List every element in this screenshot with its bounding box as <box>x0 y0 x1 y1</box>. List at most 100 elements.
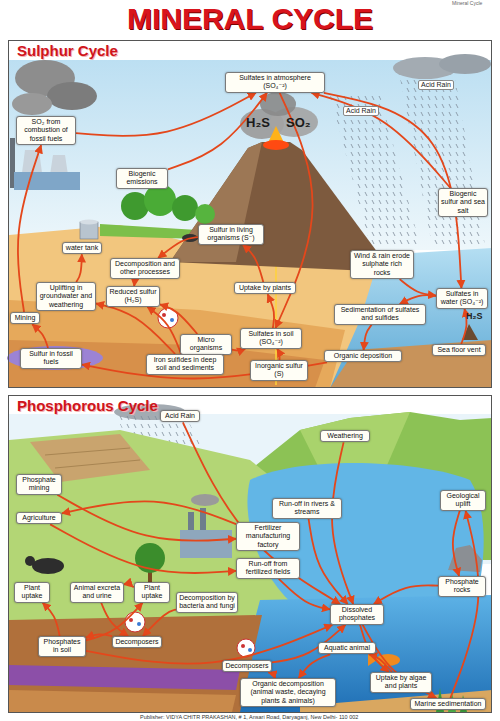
cycle-arrow <box>363 625 437 698</box>
process-label-box: Phosphate rocks <box>438 576 486 597</box>
cycle-arrow <box>277 349 279 360</box>
cycle-arrow <box>453 511 460 576</box>
cycle-arrow <box>243 245 263 282</box>
process-label-box: Phosphates in soil <box>38 636 86 657</box>
panel-background <box>8 395 492 713</box>
sea-floor <box>330 340 492 388</box>
node-text: Sulfur in fossil fuels <box>23 350 79 367</box>
node-text: Fertilizer manufacturing factory <box>239 524 297 549</box>
node-text: Plant uptake <box>17 584 47 601</box>
cycle-arrow <box>76 254 82 282</box>
node-text: Marine sedimentation <box>413 700 483 708</box>
mine-terrace <box>45 448 130 455</box>
microbe <box>241 644 245 648</box>
water-tank <box>80 222 98 239</box>
node-text: Uptake by plants <box>237 284 293 292</box>
chimney <box>188 512 194 532</box>
cycle-arrow <box>332 442 353 604</box>
node-text: Dissolved phosphates <box>333 606 381 623</box>
sea <box>330 248 492 388</box>
gas-label: H₂S <box>246 116 270 131</box>
process-label-box: water tank <box>62 242 102 254</box>
process-label-box: Wind & rain erode sulphate rich rocks <box>350 250 414 279</box>
process-label-box: Sulfates in soil (SO₄⁻²) <box>240 328 302 349</box>
process-label-box: Inorganic sulfur (S) <box>250 360 308 381</box>
node-text: Agriculture <box>19 514 59 522</box>
process-label-box: Sulfur in living organisms (S⁻) <box>198 224 264 245</box>
node-text: Sulfates in water (SO₄⁻²) <box>439 290 485 307</box>
cycle-arrow <box>143 610 176 636</box>
process-label-box: SO₂ from combustion of fossil fuels <box>16 116 76 145</box>
tree <box>144 184 176 216</box>
node-text: Uplifting in groundwater and weathering <box>39 284 93 309</box>
water-tank-top <box>80 220 98 225</box>
process-label-box: Phosphate mining <box>16 474 62 495</box>
node-text: Organic deposition <box>327 352 399 360</box>
cycle-arrow <box>147 307 181 354</box>
process-label-box: Sulfur in fossil fuels <box>20 348 82 369</box>
cycle-arrow <box>32 324 48 348</box>
decomposer-icon <box>237 639 255 657</box>
process-label-box: Organic decomposition (animal waste, dec… <box>240 678 336 707</box>
process-label-box: Organic deposition <box>324 350 402 362</box>
cow-head <box>25 556 35 566</box>
node-text: Sulfates in soil (SO₄⁻²) <box>243 330 299 347</box>
node-text: Inorganic sulfur (S) <box>253 362 305 379</box>
node-text: Wind & rain erode sulphate rich rocks <box>353 252 411 277</box>
cycle-arrow <box>400 295 436 304</box>
decomposer-icon <box>125 612 145 632</box>
smoke-cloud <box>47 82 97 110</box>
cycle-arrow <box>183 422 340 604</box>
process-label-box: Uptake by algae and plants <box>370 672 432 693</box>
chimney <box>200 508 206 532</box>
process-label-box: Dissolved phosphates <box>330 604 384 625</box>
deep-layer <box>9 690 236 712</box>
tree <box>135 543 165 573</box>
panel-heading: Sulphur Cycle <box>17 42 491 60</box>
node-text: Phosphates in soil <box>41 638 83 655</box>
cycle-arrow <box>309 519 348 604</box>
process-label-box: Acid Rain <box>160 410 200 422</box>
process-label-box: Plant uptake <box>134 582 170 603</box>
cycle-arrow <box>299 654 330 678</box>
cycle-arrow <box>232 349 245 351</box>
node-text: Sulfates in atmosphere (SO₄⁻²) <box>228 74 322 91</box>
process-label-box: Agriculture <box>16 512 62 524</box>
process-label-box: Decomposition by bacteria and fungi <box>176 592 238 613</box>
process-label-box: Mining <box>10 312 40 324</box>
mountain-ridge <box>300 412 410 470</box>
node-text: Sedimentation of sulfates and sulfides <box>337 306 423 323</box>
smoke-cloud <box>12 93 52 115</box>
cycle-arrow <box>86 625 332 664</box>
process-label-box: Sulfates in atmosphere (SO₄⁻²) <box>225 72 325 93</box>
fish <box>376 654 400 666</box>
panel-heading: Phosphorous Cycle <box>17 397 491 415</box>
publisher-note: Publisher: VIDYA CHITR PRAKASHAN, # 1, A… <box>140 714 358 720</box>
process-label-box: Geological uplift <box>440 490 486 511</box>
cycle-arrow <box>57 495 236 541</box>
process-label-box: Run-off in rivers & streams <box>272 498 342 519</box>
process-label-box: Sedimentation of sulfates and sulfides <box>334 304 426 325</box>
node-text: Decomposers <box>225 662 269 670</box>
node-text: Plant uptake <box>137 584 167 601</box>
node-text: Biogenic sulfur and sea salt <box>441 190 485 215</box>
diagram-title: MINERAL CYCLE <box>0 1 500 37</box>
process-label-box: Biogenic sulfur and sea salt <box>438 188 488 217</box>
node-text: Decomposition and other processes <box>113 260 177 277</box>
mine-terrace <box>55 460 140 468</box>
node-text: Micro organisms <box>183 336 229 353</box>
panel-background <box>8 40 492 388</box>
process-label-box: Decomposition and other processes <box>110 258 180 279</box>
cycle-arrow <box>101 603 128 636</box>
cycle-arrow <box>96 303 175 354</box>
cow <box>32 558 64 574</box>
cycle-arrow <box>160 304 197 334</box>
process-label-box: Biogenic emissions <box>116 168 168 189</box>
node-text: Decomposition by bacteria and fungi <box>179 594 235 611</box>
node-text: Biogenic emissions <box>119 170 165 187</box>
process-label-box: Sulfates in water (SO₄⁻²) <box>436 288 488 309</box>
node-text: Sea floor vent <box>435 346 483 354</box>
microbe <box>162 313 166 317</box>
tree <box>172 195 198 221</box>
cycle-arrow <box>134 279 136 286</box>
